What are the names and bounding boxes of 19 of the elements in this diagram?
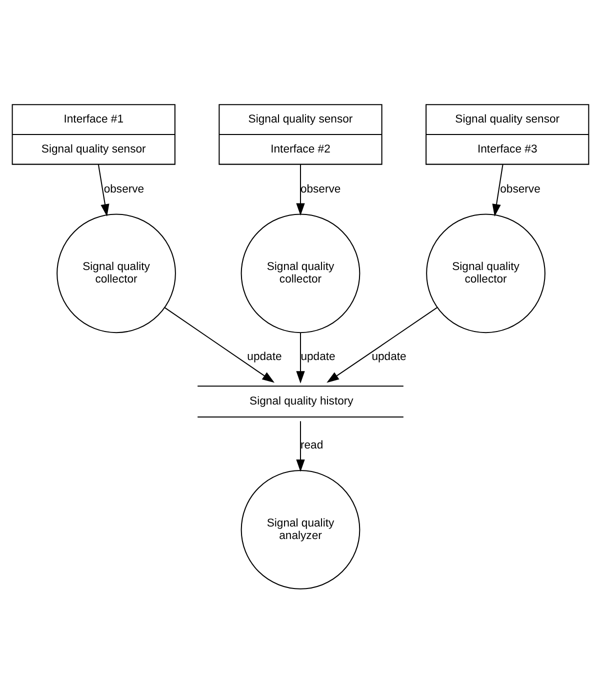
arrow (296, 164, 305, 216)
edge-label: update (247, 350, 282, 363)
edge-label: update (300, 350, 336, 363)
edge-label: read (300, 439, 324, 452)
edge-label: observe (300, 182, 341, 195)
arrow (296, 332, 305, 383)
edge-label: update (372, 350, 406, 363)
node-text: Signal quality history (250, 394, 354, 407)
node-circle: Signal quality collector (426, 213, 546, 333)
node-circle: Signal quality analyzer (240, 470, 360, 589)
arrow (164, 306, 275, 382)
node-circle: Signal quality collector (240, 213, 360, 333)
edge-label: observe (104, 182, 144, 195)
arrow (326, 306, 438, 382)
arrow (296, 420, 305, 472)
edge-label: observe (500, 182, 540, 195)
arrow (492, 164, 504, 216)
node-circle: Signal quality collector (56, 213, 176, 333)
arrow (98, 164, 110, 216)
